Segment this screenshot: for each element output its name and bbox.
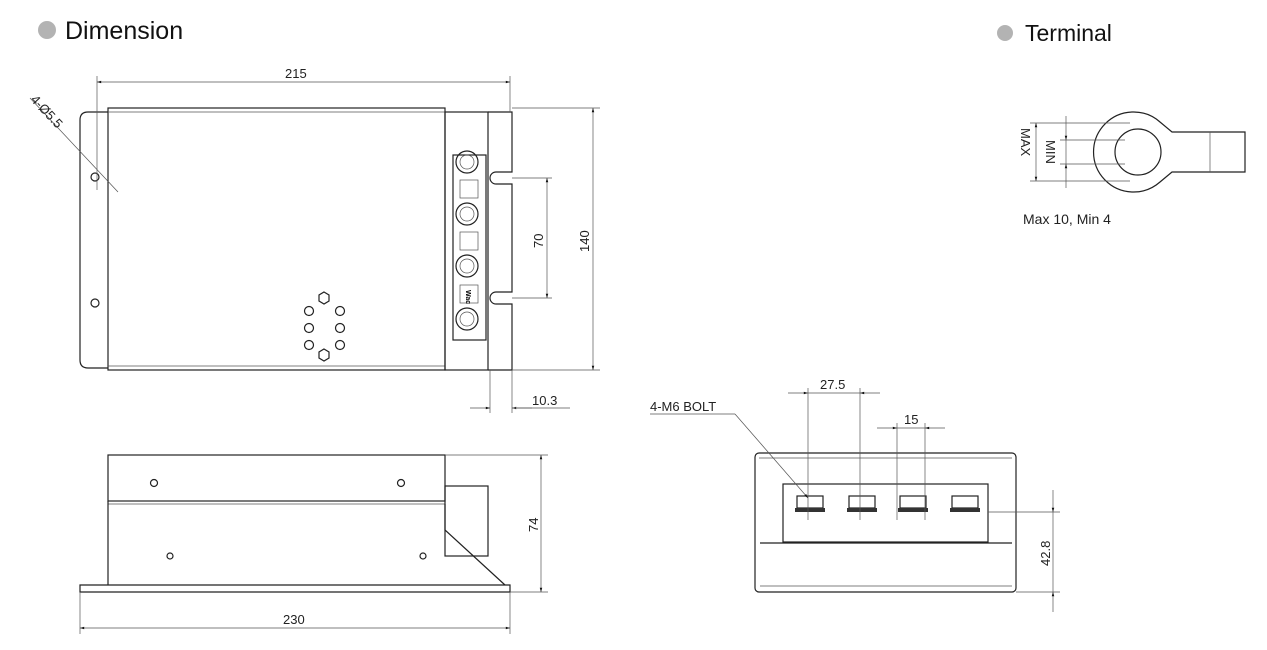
bolts [795, 495, 980, 512]
side-view: 74 230 [79, 454, 548, 634]
bullet-icon [38, 21, 56, 39]
dim-140: 140 [577, 230, 592, 252]
dim-230: 230 [283, 612, 305, 627]
dimension-heading: Dimension [65, 17, 183, 45]
bolt-label: 4-M6 BOLT [650, 399, 716, 414]
dim-15: 15 [904, 412, 918, 427]
bullet-icon [997, 25, 1013, 41]
terminal-screws [455, 150, 479, 331]
terminal-spec: Max 10, Min 4 [1023, 211, 1111, 227]
max-label: MAX [1018, 128, 1033, 157]
front-view: 27.5 15 4-M6 BOLT 42.8 [650, 377, 1060, 612]
min-label: MIN [1043, 140, 1058, 164]
terminal-heading: Terminal [1025, 20, 1112, 46]
dim-74: 74 [526, 518, 541, 532]
dim-70: 70 [531, 234, 546, 248]
dim-42-8: 42.8 [1038, 541, 1053, 566]
brand-logo: Wac [464, 290, 471, 304]
ring-terminal: MAX MIN Max 10, Min 4 [1018, 111, 1246, 227]
dim-holes: 4-Ø5.5 [28, 92, 66, 131]
dim-27-5: 27.5 [820, 377, 845, 392]
dim-215: 215 [285, 66, 307, 81]
top-view: Wac 215 4-Ø5.5 70 140 10.3 [28, 66, 600, 413]
dim-10-3: 10.3 [532, 393, 557, 408]
